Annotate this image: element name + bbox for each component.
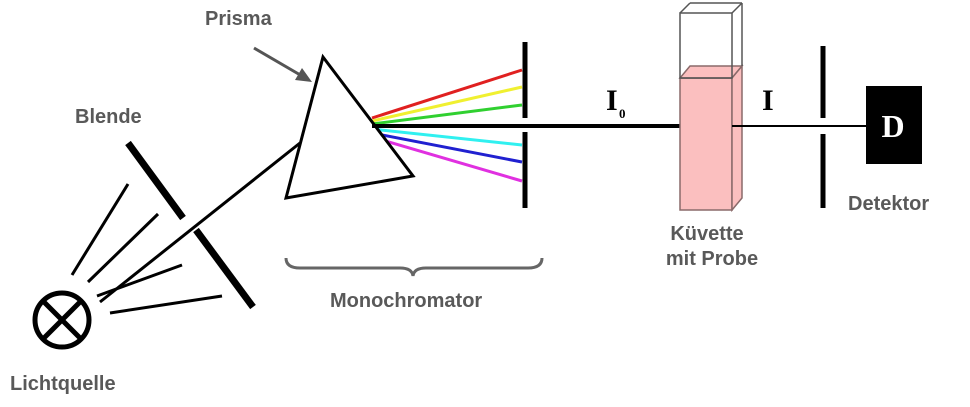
spectrum-ray [371,103,523,126]
prism-label: Prisma [205,8,273,30]
monochromator-brace [284,257,544,277]
lamp-cross-icon [32,290,92,350]
spectrum-ray [371,127,523,147]
detector-symbol: D [881,108,904,144]
aperture-label: Blende [75,106,142,128]
cuvette-label-line2: mit Probe [666,248,758,270]
spectrum-ray [371,85,523,123]
monochromator-label: Monochromator [330,290,482,312]
spectrum-ray [371,68,523,120]
beam-to-prism [99,141,301,304]
cuvette-label-line1: Küvette [670,223,743,245]
lamp-rays [70,183,223,315]
detector-box-icon [866,86,922,164]
spectrum-ray [371,131,523,164]
intensity-i0-subscript: 0 [619,106,626,121]
prism-pointer-arrow [253,46,312,82]
aperture-blende [125,140,256,310]
cuvette [678,2,744,213]
spectrum-ray [371,135,523,183]
prism [283,53,416,200]
detector-label: Detektor [848,193,929,215]
intensity-i-label: I [762,84,774,117]
light-source-label: Lichtquelle [10,373,116,395]
spectrum-rays [371,68,523,183]
intensity-i0-label: I [606,84,618,117]
